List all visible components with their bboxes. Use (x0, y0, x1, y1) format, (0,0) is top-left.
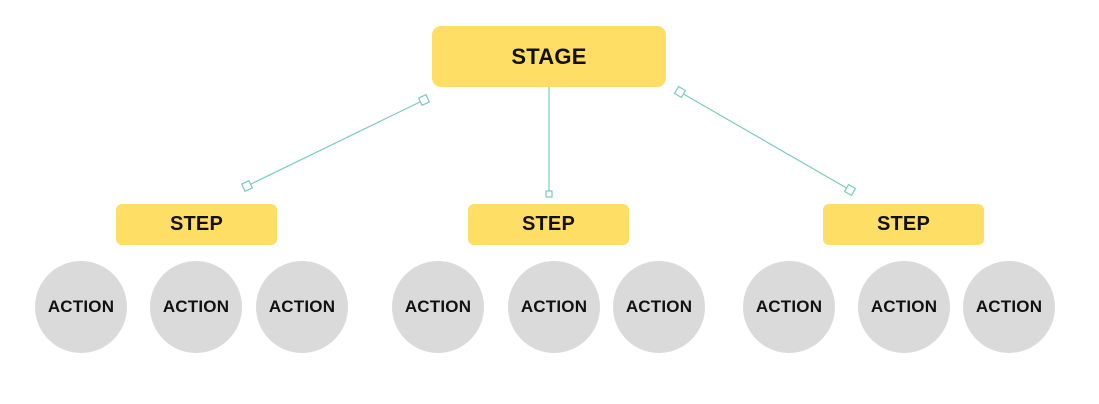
connector-start-handle (673, 85, 687, 99)
action-node-1-2[interactable]: ACTION (150, 261, 242, 353)
connector-stage-to-step-3 (679, 91, 851, 191)
step-node-3[interactable]: STEP (823, 204, 984, 245)
action-node-2-2[interactable]: ACTION (508, 261, 600, 353)
connector-start-handle (417, 93, 431, 107)
connector-end-handle (240, 179, 254, 193)
connector-stage-to-step-1 (246, 99, 425, 187)
action-node-3-1[interactable]: ACTION (743, 261, 835, 353)
step-node-1[interactable]: STEP (116, 204, 277, 245)
connector-end-handle (843, 183, 857, 197)
action-node-1-1[interactable]: ACTION (35, 261, 127, 353)
action-node-2-3[interactable]: ACTION (613, 261, 705, 353)
step-node-2[interactable]: STEP (468, 204, 629, 245)
action-node-3-2[interactable]: ACTION (858, 261, 950, 353)
action-node-3-3[interactable]: ACTION (963, 261, 1055, 353)
stage-node[interactable]: STAGE (432, 26, 666, 87)
action-node-1-3[interactable]: ACTION (256, 261, 348, 353)
action-node-2-1[interactable]: ACTION (392, 261, 484, 353)
connector-end-handle (545, 190, 553, 198)
